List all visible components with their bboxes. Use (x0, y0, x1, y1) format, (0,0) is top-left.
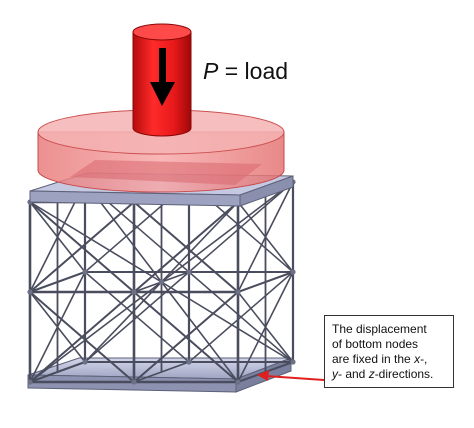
lattice-strut (160, 281, 239, 383)
lattice-node (82, 269, 88, 275)
lattice-node (290, 359, 296, 365)
lattice-strut (29, 201, 163, 283)
lattice-strut (160, 201, 239, 283)
load-symbol: P (203, 58, 219, 84)
lattice-structure (27, 179, 296, 385)
lattice-strut (133, 361, 190, 383)
lattice-strut (237, 271, 294, 383)
lattice-node (27, 379, 33, 385)
lattice-node (82, 359, 88, 365)
lattice-strut (188, 181, 294, 273)
load-text: = load (218, 58, 289, 84)
lattice-node (27, 289, 33, 295)
load-arrow-icon (150, 48, 175, 106)
lattice-node (186, 269, 192, 275)
lattice-strut (133, 201, 239, 293)
lattice-strut (29, 291, 135, 383)
boundary-condition-note: The displacement of bottom nodes are fix… (324, 315, 454, 388)
lattice-node (186, 359, 192, 365)
note-line-4: y- and z-directions. (332, 367, 434, 381)
note-line-2: of bottom nodes (332, 337, 419, 351)
lattice-strut (29, 361, 86, 383)
note-line-1: The displacement (332, 322, 427, 336)
lattice-strut (160, 281, 294, 363)
lattice-strut (29, 281, 163, 383)
lattice-strut (29, 271, 86, 293)
lattice-strut (160, 181, 294, 283)
lattice-node (235, 289, 241, 295)
pressing-plate (37, 109, 285, 193)
note-line-3: are fixed in the x-, (332, 352, 428, 366)
lattice-node (290, 269, 296, 275)
lattice-strut (29, 201, 135, 293)
lattice-node (235, 379, 241, 385)
bottom-plate (27, 357, 292, 393)
lattice-strut (237, 181, 294, 293)
lattice-strut (84, 271, 190, 363)
lattice-strut (237, 271, 294, 293)
pointer-arrow-icon (257, 370, 325, 381)
lattice-strut (29, 271, 86, 383)
lattice-node (131, 289, 137, 295)
lattice-strut (133, 291, 239, 383)
load-label: P = load (203, 60, 288, 83)
lattice-node (158, 279, 165, 285)
lattice-strut (188, 271, 294, 363)
lattice-node (131, 379, 137, 385)
lattice-strut (84, 281, 163, 363)
